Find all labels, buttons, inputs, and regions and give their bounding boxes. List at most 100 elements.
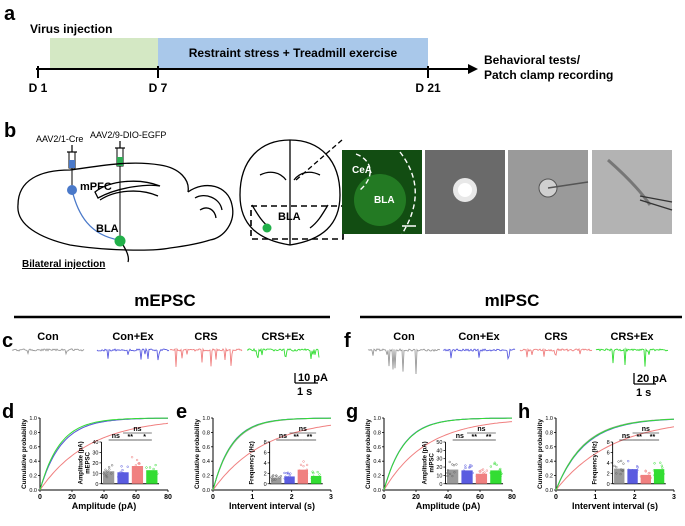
inset-h-point	[628, 470, 631, 474]
inset-g-point	[453, 471, 456, 474]
inset-e-point	[318, 473, 321, 476]
inset-e-ylabel: Frequency (Hz)	[250, 441, 256, 484]
chart-h-xtick-label: 2	[633, 494, 637, 501]
inset-h-point	[633, 473, 636, 476]
inset-d-sig-1: **	[128, 434, 134, 441]
inset-h-bar-1	[627, 469, 638, 484]
inset-e-point	[314, 477, 317, 481]
chart-g-ytick-label: 0.0	[373, 488, 381, 494]
inset-h-point	[660, 464, 663, 467]
mepsc-scale-bar	[294, 373, 318, 384]
zoom-box	[250, 205, 344, 240]
inset-d-point	[119, 475, 123, 479]
inset-g-point	[464, 464, 467, 467]
chart-e-ytick-label: 0.0	[202, 488, 210, 494]
chart-g-ytick-label: 0.4	[373, 459, 381, 465]
inset-h-bar-3	[653, 469, 665, 484]
mepsc-group-label-3: CRS+Ex	[261, 331, 305, 343]
day1-label: D 1	[29, 81, 48, 95]
inset-e-point	[272, 474, 275, 477]
mepsc-group-label-2: CRS	[194, 331, 217, 343]
inset-d-point	[110, 472, 113, 475]
inset-h-point	[661, 466, 664, 469]
inset-e-point	[317, 475, 320, 479]
inset-h-sig-1: **	[636, 434, 642, 441]
end-label-2: Patch clamp recording	[484, 68, 613, 82]
inset-e-point	[312, 471, 315, 475]
inset-d-point	[154, 463, 157, 467]
inset-d-point	[121, 471, 124, 475]
inset-d-bar-3	[146, 470, 158, 484]
cell-dic-image	[508, 150, 589, 234]
mepsc-trace-0	[11, 348, 85, 356]
inset-h-sig-2: **	[650, 434, 656, 441]
inset-g-point	[464, 466, 467, 470]
panel-label-b: b	[4, 120, 16, 142]
chart-e-curve-3	[212, 417, 332, 491]
inset-d-point	[150, 475, 153, 478]
chart-h-ytick-label: 0.2	[545, 474, 553, 480]
inset-e-point	[312, 475, 315, 478]
inset-h-point	[621, 469, 625, 472]
chart-g-xtick-label: 40	[444, 494, 452, 501]
inset-d-point	[104, 468, 107, 471]
inset-e-bar-0	[271, 477, 282, 484]
chart-e-xtick-label: 3	[329, 494, 333, 501]
chart-e-ytick-label: 0.8	[202, 430, 210, 436]
inset-d-point	[150, 471, 153, 474]
chart-g-curve-2	[383, 421, 513, 491]
chart-d-ytick-label: 0.4	[29, 459, 37, 465]
inset-g-ylabel: Amplitude (pA)	[422, 441, 428, 484]
inset-g-point	[475, 473, 479, 477]
inset-h-ytick-label: 4	[607, 461, 610, 467]
inset-h-point	[627, 468, 630, 471]
inset-g-ytick-label: 40	[436, 448, 442, 454]
inset-g-point	[489, 471, 492, 475]
bla-dot	[114, 235, 126, 247]
inset-e-point	[283, 471, 286, 475]
inset-d-point	[106, 470, 109, 473]
inset-h-point	[642, 476, 645, 479]
inset-h-point	[644, 469, 647, 472]
inset-g-bar-3	[490, 470, 502, 484]
inset-h-point	[659, 461, 662, 464]
inset-e-point	[284, 475, 287, 478]
inset-g-point	[481, 468, 485, 471]
inset-h-point	[656, 475, 659, 478]
inset-d-sig-ns: ns	[112, 433, 120, 440]
inset-h-point	[621, 469, 624, 473]
inset-d-point	[156, 472, 159, 475]
inset-g-point	[478, 470, 481, 473]
inset-h-point	[627, 459, 630, 463]
panel-label-a: a	[4, 3, 16, 25]
inset-h-point	[622, 462, 625, 465]
inset-h-point	[615, 472, 618, 475]
inset-h-point	[653, 462, 656, 465]
inset-d-point	[121, 468, 124, 472]
zoom-line-top	[295, 139, 343, 181]
inset-g-point	[469, 464, 472, 467]
chart-g-xtick-label: 80	[508, 494, 516, 501]
coronal-section-icon	[239, 139, 341, 246]
section-bla-label: BLA	[278, 211, 301, 223]
inset-h-point	[662, 472, 665, 476]
inset-e-ytick-label: 6	[264, 450, 267, 456]
inset-g-point	[495, 463, 498, 466]
inset-g-sig-2: **	[486, 434, 492, 441]
inset-d-bar-1	[117, 472, 129, 484]
inset-g-ytick-label: 0	[439, 482, 442, 488]
inset-g-point	[493, 461, 496, 464]
inset-g-point	[479, 470, 482, 473]
mipsc-group-label-0: Con	[393, 331, 415, 343]
chart-h-ytick-label: 0.6	[545, 445, 553, 451]
chart-e-ytick-label: 1.0	[202, 416, 210, 422]
chart-h-xtick-label: 0	[554, 494, 558, 501]
inset-d-point	[135, 472, 138, 475]
inset-h-point	[617, 460, 620, 463]
inset-g-sig-top: ns	[477, 426, 485, 433]
inset-d-point	[102, 472, 105, 475]
chart-h-ytick-label: 0.8	[545, 430, 553, 436]
chart-d-ytick-label: 0.2	[29, 474, 37, 480]
